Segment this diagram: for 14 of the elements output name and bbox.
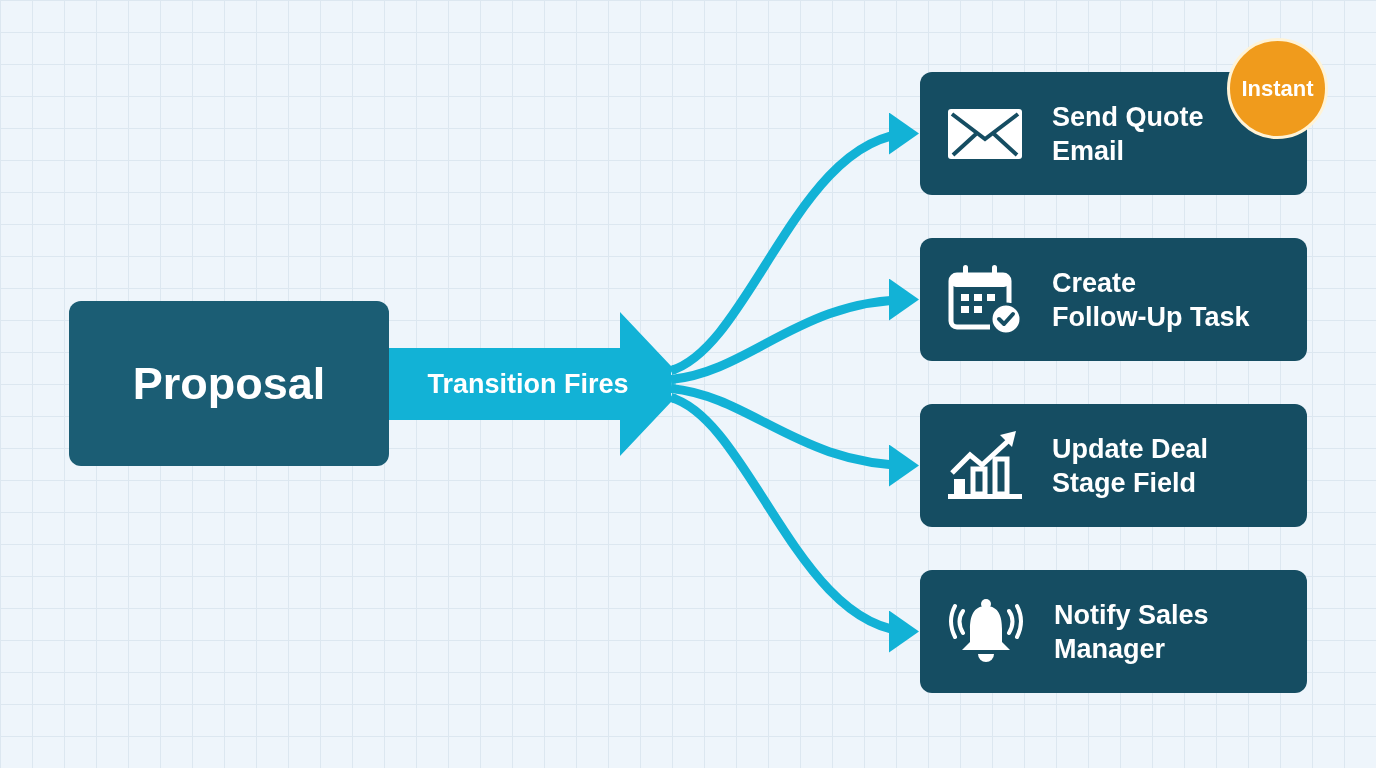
badge-label: Instant [1241,75,1314,102]
action-box [920,238,1307,361]
action-label: Create Follow-Up Task [1052,266,1251,334]
curved-arrow [670,279,919,384]
action-label: Update Deal Stage Field [1052,432,1210,500]
action-box [920,570,1307,693]
curved-arrow [669,116,919,375]
action-label: Send Quote Email [1052,100,1205,168]
action-label: Notify Sales Manager [1054,598,1210,666]
state-label: Proposal [132,357,326,410]
arrow-label: Transition Fires [426,369,630,399]
action-box [920,404,1307,527]
curved-arrow [670,384,919,486]
state-box [69,301,389,466]
